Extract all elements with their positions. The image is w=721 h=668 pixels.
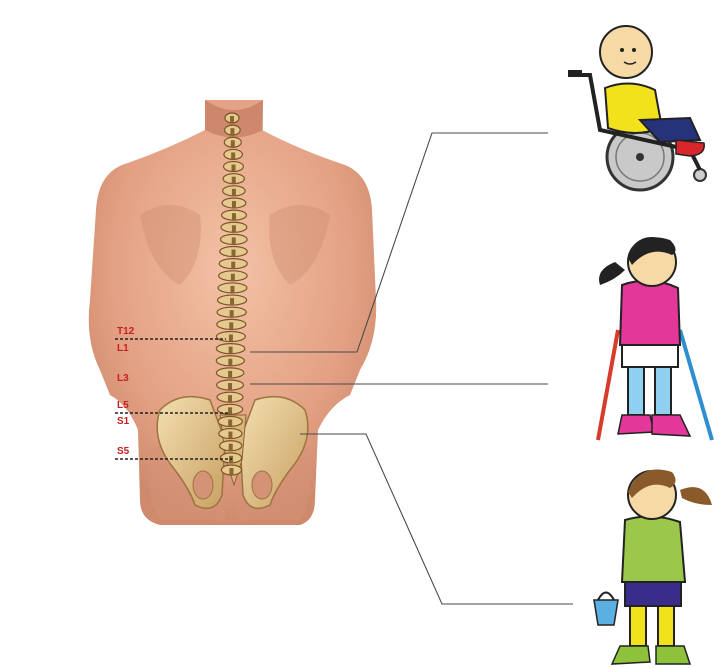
spinous-process <box>228 407 232 414</box>
child-shirt-green <box>622 516 685 582</box>
wheelchair-caster <box>694 169 706 181</box>
level-label-t12: T12 <box>117 327 134 337</box>
leg-brace-left <box>628 367 644 415</box>
obturator-right <box>252 471 272 499</box>
wheelchair-handle <box>568 70 582 77</box>
shoe-left-pink <box>618 415 654 434</box>
spinous-process <box>229 444 233 451</box>
child-shirt-pink <box>620 281 680 345</box>
spinous-process <box>230 128 234 135</box>
child-in-wheelchair-illustration <box>568 26 706 190</box>
spinous-process <box>232 177 236 184</box>
shoe-left-green <box>612 646 650 664</box>
child-shorts-white <box>622 345 678 367</box>
spinous-process <box>230 310 234 317</box>
child-ponytail <box>599 262 625 285</box>
spinous-process <box>232 189 236 196</box>
spinous-process <box>228 383 232 390</box>
spinous-process <box>231 165 235 172</box>
child-walking-with-braces-illustration <box>594 470 712 665</box>
spinous-process <box>228 371 232 378</box>
shoe-right-pink <box>652 415 690 436</box>
level-label-l1: L1 <box>117 344 129 354</box>
spinous-process <box>232 225 236 232</box>
spinous-process <box>228 419 232 426</box>
wheelchair-hub <box>636 153 644 161</box>
leg-brace-left-yellow <box>630 606 646 646</box>
spinous-process <box>231 152 235 159</box>
handbag-blue <box>594 600 618 625</box>
obturator-left <box>193 471 213 499</box>
spinous-process <box>229 468 233 475</box>
spinous-process <box>231 274 235 281</box>
leg-brace-right <box>655 367 671 415</box>
child-with-forearm-crutches-illustration <box>598 237 712 440</box>
spinous-process <box>231 262 235 269</box>
crutch-left <box>598 330 618 440</box>
child-shorts-purple <box>625 582 681 606</box>
child-ponytail-brown <box>680 487 712 505</box>
spinous-process <box>230 298 234 305</box>
spinous-process <box>232 250 236 257</box>
handbag-handle <box>598 593 614 601</box>
spinous-process <box>229 322 233 329</box>
level-label-s5: S5 <box>117 447 129 457</box>
level-label-l3: L3 <box>117 374 129 384</box>
child-shoe-red <box>676 140 704 156</box>
spinous-process <box>229 347 233 354</box>
child-eye-left <box>620 48 624 52</box>
spinous-process <box>231 140 235 147</box>
spinous-process <box>229 334 233 341</box>
shoe-right-green <box>656 646 690 664</box>
level-label-l5: L5 <box>117 401 129 411</box>
level-label-s1: S1 <box>117 417 129 427</box>
spinous-process <box>230 116 234 123</box>
spinous-process <box>232 237 236 244</box>
leg-brace-right-yellow <box>658 606 674 646</box>
spinous-process <box>228 395 232 402</box>
connector-to-walking <box>300 434 573 604</box>
spinous-process <box>232 201 236 208</box>
spinous-process <box>228 359 232 366</box>
spinous-process <box>228 432 232 439</box>
spinous-process <box>230 286 234 293</box>
spinous-process <box>232 213 236 220</box>
child-eye-right <box>632 48 636 52</box>
child-head <box>600 26 652 78</box>
